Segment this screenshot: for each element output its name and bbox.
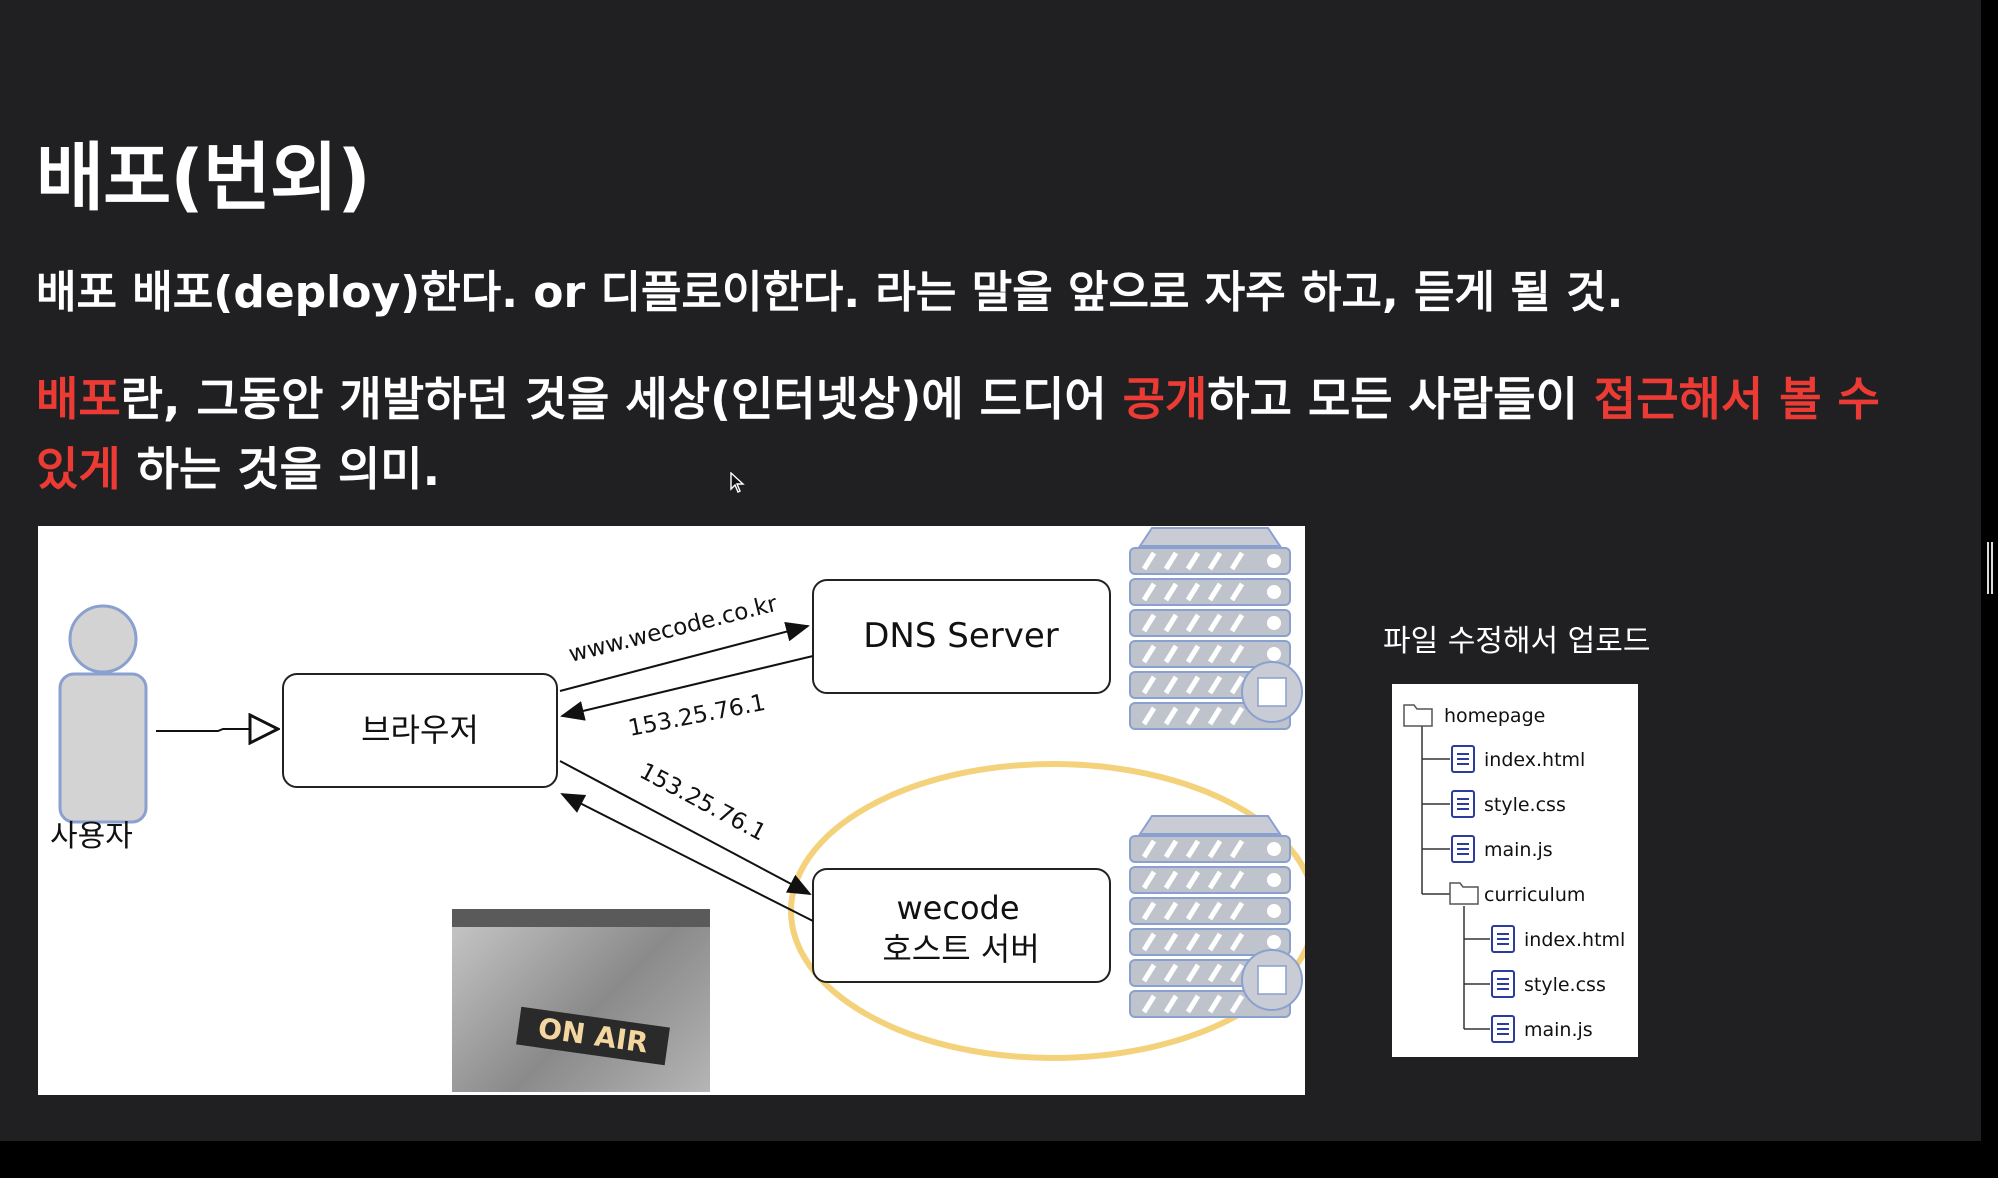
highlight-deploy: 배포 [36, 372, 121, 426]
deploy-diagram: 사용자 브라우저 DNS Server wecode 호스트 서버 www.we… [38, 526, 1305, 1095]
file-icon [1491, 925, 1515, 953]
tree-file-label: main.js [1484, 839, 1553, 861]
file-icon [1491, 970, 1515, 998]
user-label: 사용자 [50, 819, 133, 854]
right-edge-strip [1981, 0, 1998, 1178]
file-tree-canvas: homepage index.html style.css main.js cu… [1403, 704, 1625, 1043]
dns-server-rack-icon [1129, 527, 1303, 730]
tree-file-label: index.html [1524, 929, 1625, 951]
folder-icon [1403, 704, 1433, 727]
file-icon [1491, 1015, 1515, 1043]
folder-icon [1449, 882, 1479, 905]
dns-server-box [812, 579, 1111, 694]
resize-handle[interactable] [1987, 542, 1993, 594]
thumbnail-header [452, 909, 710, 927]
host-server-rack-icon [1129, 815, 1303, 1018]
tree-lines [1421, 722, 1490, 1030]
file-icon [1451, 745, 1475, 773]
slide-title: 배포(번외) [36, 135, 371, 221]
browser-label: 브라우저 [361, 711, 479, 749]
host-server-label: 호스트 서버 [882, 930, 1039, 968]
website-thumbnail: ON AIR [452, 909, 710, 1092]
dns-to-browser-arrow [560, 655, 814, 721]
thumbnail-sign: ON AIR [516, 1006, 670, 1066]
file-panel-caption: 파일 수정해서 업로드 [1383, 624, 1651, 659]
file-icon [1451, 790, 1475, 818]
file-icon [1451, 835, 1475, 863]
tree-subfolder-label: curriculum [1484, 884, 1585, 906]
tree-root-label: homepage [1444, 705, 1545, 727]
file-tree: homepage index.html style.css main.js cu… [1392, 684, 1638, 1057]
host-server-name: wecode [896, 889, 1019, 927]
tree-file-label: index.html [1484, 749, 1585, 771]
highlight-access: 접근해서 볼 수 있게 [36, 372, 1880, 496]
dns-server-label: DNS Server [863, 616, 1059, 656]
tree-file-label: style.css [1484, 794, 1566, 816]
host-to-browser-arrow [560, 793, 814, 922]
tree-file-label: main.js [1524, 1019, 1593, 1041]
ip-label-top: 153.25.76.1 [626, 690, 767, 742]
para-text-2: 하고 모든 사람들이 [1207, 372, 1594, 426]
url-label: www.wecode.co.kr [566, 591, 780, 668]
para-text-1: 란, 그동안 개발하던 것을 세상(인터넷상)에 드디어 [120, 372, 1123, 426]
host-server-box [812, 868, 1111, 983]
user-to-browser-arrow [156, 729, 278, 731]
tree-file-label: style.css [1524, 974, 1606, 996]
definition-paragraph: 배포란, 그동안 개발하던 것을 세상(인터넷상)에 드디어 공개하고 모든 사… [36, 364, 1916, 504]
browser-box [282, 673, 558, 788]
para-text-3: 하는 것을 의미. [120, 442, 441, 496]
browser-to-host-arrow [559, 760, 812, 895]
slide: 배포(번외) 배포 배포(deploy)한다. or 디플로이한다. 라는 말을… [0, 0, 1981, 1141]
intro-line: 배포 배포(deploy)한다. or 디플로이한다. 라는 말을 앞으로 자주… [36, 267, 1624, 318]
diagram-canvas: 사용자 브라우저 DNS Server wecode 호스트 서버 www.we… [50, 527, 1305, 1061]
user-icon [58, 604, 148, 824]
browser-to-dns-arrow [559, 621, 810, 692]
highlight-publish: 공개 [1122, 372, 1208, 426]
mouse-cursor-icon [730, 472, 745, 493]
ip-label-bottom: 153.25.76.1 [635, 758, 770, 846]
highlight-ellipse [788, 761, 1305, 1061]
